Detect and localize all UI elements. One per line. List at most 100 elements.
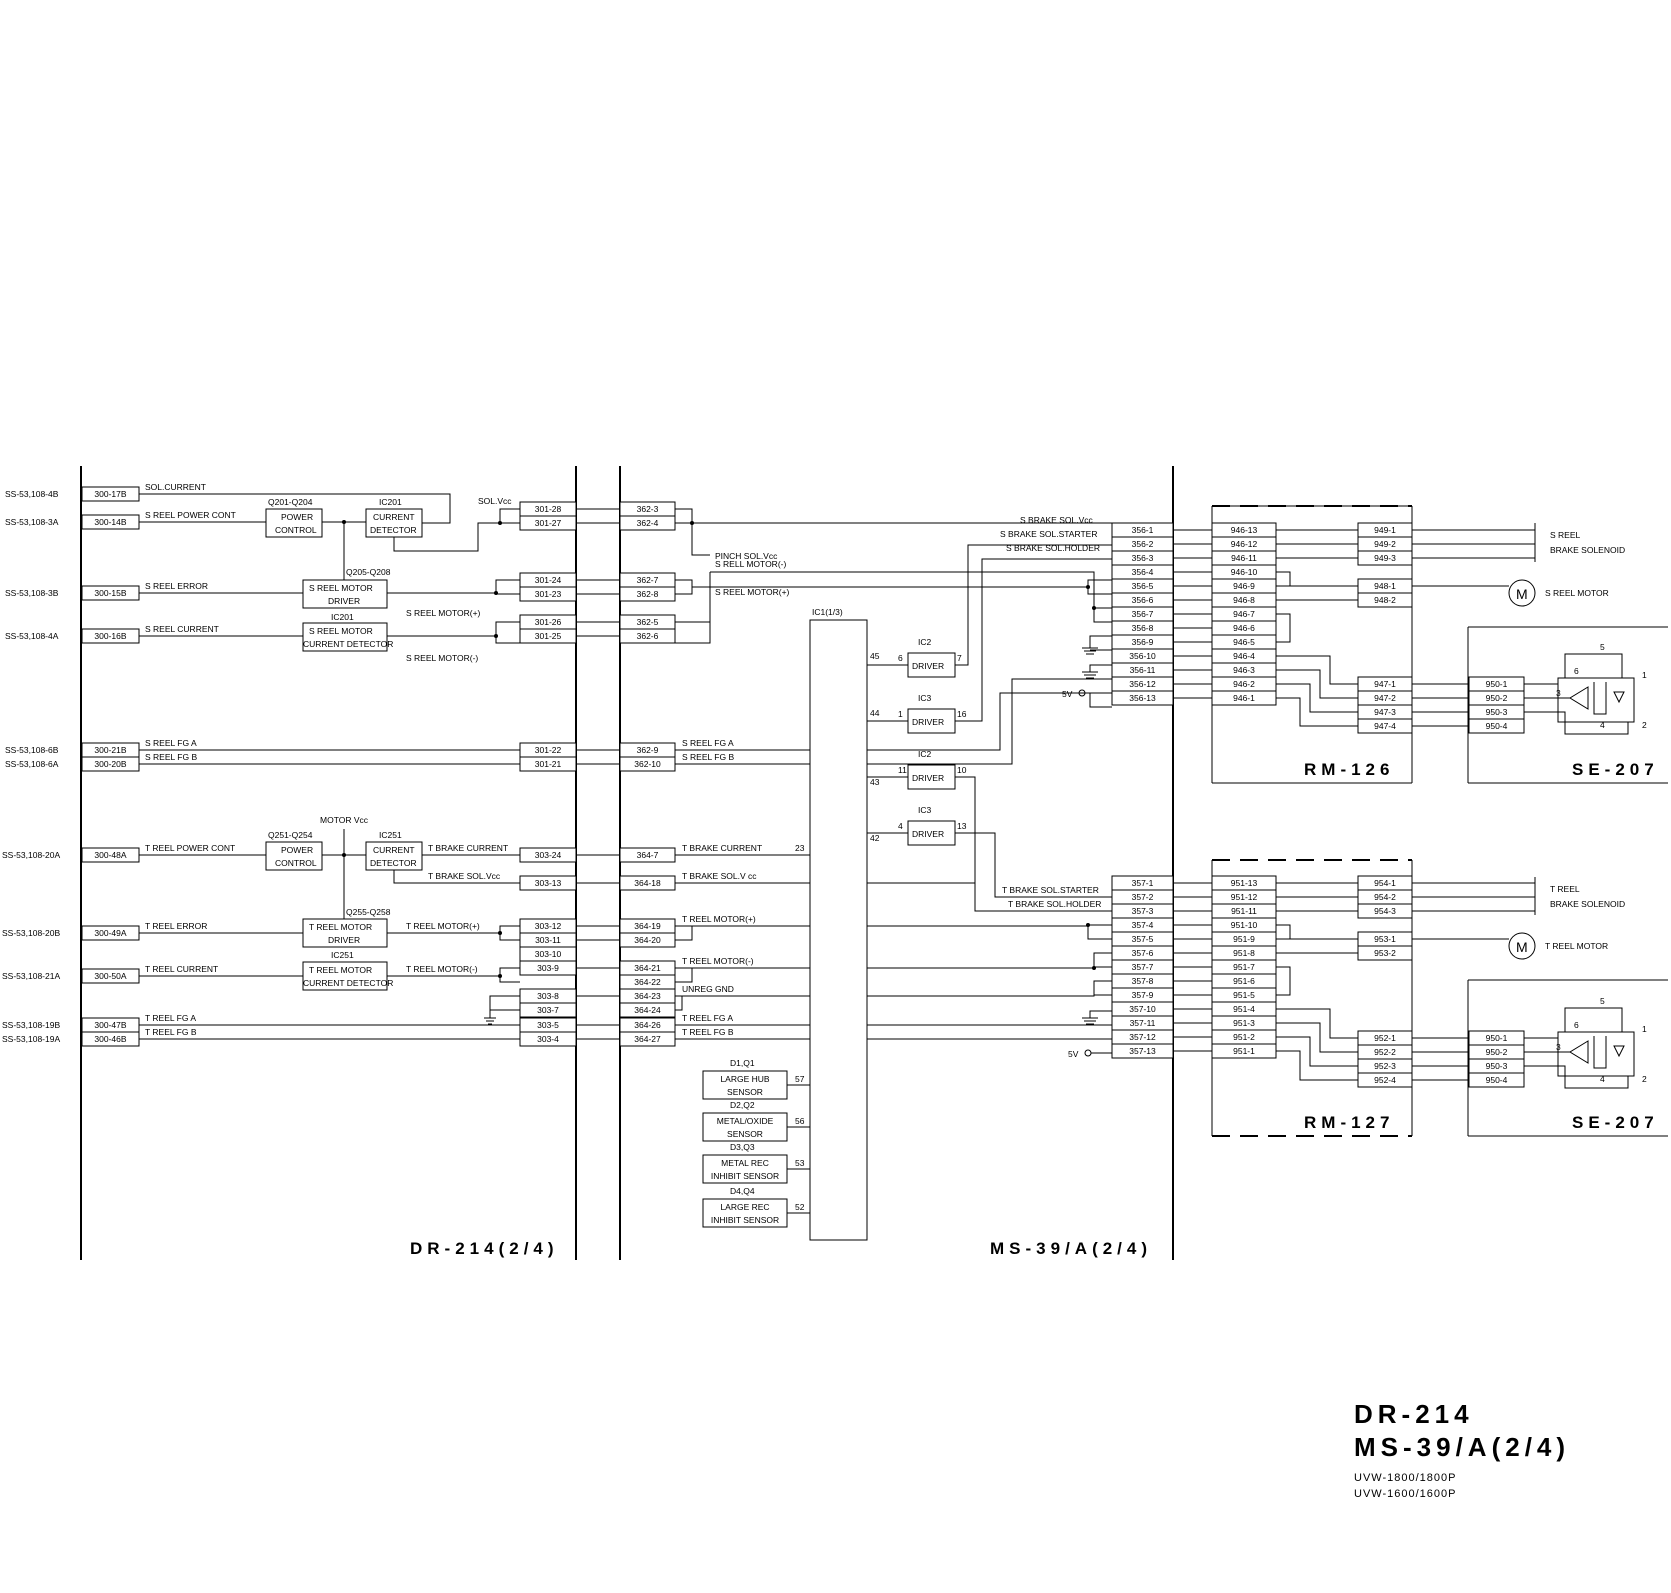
- block-label: CURRENT DETECTOR: [303, 639, 393, 649]
- connector-label: 948-2: [1374, 595, 1396, 605]
- block-label: POWER: [281, 845, 313, 855]
- signal-label: T BRAKE CURRENT: [428, 843, 508, 853]
- connector-label: 946-4: [1233, 651, 1255, 661]
- connector-label: 357-10: [1129, 1004, 1156, 1014]
- block-ref: MOTOR Vcc: [320, 815, 369, 825]
- junction: [342, 853, 346, 857]
- sensor-pin: 4: [1600, 1074, 1605, 1084]
- amplifier-symbol: [1569, 1040, 1589, 1064]
- ic1-pin: 44: [870, 708, 880, 718]
- signal-label: 5V: [1068, 1049, 1079, 1059]
- block-ref: Q255-Q258: [346, 907, 391, 917]
- connector-label: 951-4: [1233, 1004, 1255, 1014]
- ref-label: SS-53,108-4A: [5, 631, 59, 641]
- sensor-pin: 5: [1600, 996, 1605, 1006]
- wire: [1276, 1008, 1358, 1081]
- connector-label: 364-26: [634, 1020, 661, 1030]
- device-label: BRAKE SOLENOID: [1550, 899, 1625, 909]
- ref-label: SS-53,108-3B: [5, 588, 59, 598]
- connector-label: 952-2: [1374, 1047, 1396, 1057]
- ref-label: SS-53,108-4B: [5, 489, 59, 499]
- connector-label: 303-11: [535, 935, 561, 945]
- signal-label: PINCH SOL.Vcc: [715, 551, 778, 561]
- block-ref: IC251: [331, 950, 354, 960]
- connector-label: 356-6: [1132, 595, 1154, 605]
- connector-label: 303-7: [537, 1005, 559, 1015]
- connector-label: 357-3: [1132, 906, 1154, 916]
- connector-label: 951-12: [1231, 892, 1258, 902]
- connector-label: 947-1: [1374, 679, 1396, 689]
- ms39-right-connectors: 356-1357-1356-2357-2356-3357-3356-4357-4…: [1111, 522, 1174, 1059]
- driver-pin: 7: [957, 653, 962, 663]
- driver-block: [907, 708, 956, 734]
- signal-label: UNREG GND: [682, 984, 734, 994]
- connector-label: 356-5: [1132, 581, 1154, 591]
- connector-label: 951-9: [1233, 934, 1255, 944]
- driver-pin: 13: [957, 821, 967, 831]
- block-label: T REEL MOTOR: [309, 965, 372, 975]
- connector-label: 357-13: [1129, 1046, 1156, 1056]
- connector-label: 946-11: [1231, 553, 1257, 563]
- sensor-label: LARGE REC: [720, 1202, 769, 1212]
- connector-label: 947-4: [1374, 721, 1396, 731]
- ic1-block: IC1(1/3) 45 44 43 42 23 57 56 53 52: [795, 607, 908, 1241]
- connector-label: 362-9: [637, 745, 659, 755]
- connector-label: 356-9: [1132, 637, 1154, 647]
- connector-label: 364-24: [634, 1005, 661, 1015]
- block-ref: Q205-Q208: [346, 567, 391, 577]
- connector-label: 301-22: [535, 745, 562, 755]
- block-ref: Q201-Q204: [268, 497, 313, 507]
- connector-label: 300-50A: [94, 971, 126, 981]
- signal-label: S REEL FG B: [145, 752, 197, 762]
- ref-label: SS-53,108-20A: [2, 850, 60, 860]
- sensor-pin: 2: [1642, 720, 1647, 730]
- signal-label: 5V: [1062, 689, 1073, 699]
- connector-label: 953-1: [1374, 934, 1396, 944]
- t-current-detector-block: [365, 841, 423, 871]
- connector-label: 303-4: [537, 1034, 559, 1044]
- signal-label: T REEL FG A: [682, 1013, 733, 1023]
- board-label: SE-207: [1572, 760, 1659, 779]
- driver-ref: IC3: [918, 805, 932, 815]
- s-motor-driver-block: [302, 579, 388, 609]
- ic1-pin: 42: [870, 833, 880, 843]
- driver-pin: 10: [957, 765, 967, 775]
- block-label: DETECTOR: [370, 858, 417, 868]
- junction: [498, 521, 502, 525]
- board-label: SE-207: [1572, 1113, 1659, 1132]
- block-label: POWER: [281, 512, 313, 522]
- connector-label: 303-12: [535, 921, 562, 931]
- dr214-wiring: SOL.CURRENT S REEL POWER CONT S REEL ERR…: [139, 482, 520, 1040]
- model-line-1: UVW-1800/1800P: [1354, 1472, 1456, 1484]
- connector-label: 954-2: [1374, 892, 1396, 902]
- driver-label: DRIVER: [912, 661, 944, 671]
- sensor-pin: 3: [1556, 1042, 1561, 1052]
- driver-ref: IC2: [918, 749, 932, 759]
- s-reel-devices: S REEL BRAKE SOLENOID M S REEL MOTOR: [1508, 523, 1625, 607]
- ic1-pin: 56: [795, 1116, 805, 1126]
- sensor-wire: [1524, 1051, 1629, 1089]
- signal-label: T REEL CURRENT: [145, 964, 218, 974]
- signal-label: T REEL MOTOR(-): [682, 956, 754, 966]
- connector-label: 301-23: [535, 589, 562, 599]
- board-label: RM-126: [1304, 760, 1394, 779]
- connector-label: 949-3: [1374, 553, 1396, 563]
- connector-label: 356-13: [1129, 693, 1156, 703]
- connector-label: 357-6: [1132, 948, 1154, 958]
- connector-label: 954-1: [1374, 878, 1396, 888]
- connector-label: 301-27: [535, 518, 562, 528]
- signal-label: T REEL MOTOR(+): [406, 921, 480, 931]
- device-label: T REEL MOTOR: [1545, 941, 1608, 951]
- driver-pin: 1: [898, 709, 903, 719]
- sensor-ref: D3,Q3: [730, 1142, 755, 1152]
- ic1-pin: 52: [795, 1202, 805, 1212]
- connector-label: 951-5: [1233, 990, 1255, 1000]
- s-reel-motor-symbol: [1508, 579, 1536, 607]
- connector-label: 362-5: [637, 617, 659, 627]
- connector-label: 362-8: [637, 589, 659, 599]
- dr214-input-section: SS-53,108-4B SS-53,108-3A SS-53,108-3B S…: [2, 489, 60, 1044]
- wire: [1412, 529, 1535, 559]
- signal-label: T BRAKE SOL.HOLDER: [1008, 899, 1101, 909]
- connector-label: 301-26: [535, 617, 562, 627]
- ref-label: SS-53,108-19B: [2, 1020, 60, 1030]
